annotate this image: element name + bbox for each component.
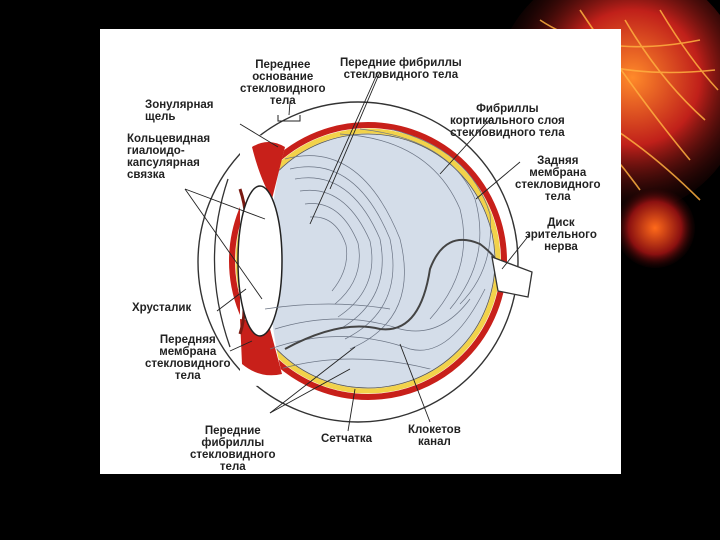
label-anterior-base: Переднее основание стекловидного тела	[240, 59, 326, 107]
label-cortical-fibrils: Фибриллы кортикального слоя стекловидног…	[450, 103, 565, 139]
leader-lines	[184, 71, 531, 432]
label-cloquet-canal: Клокетов канал	[408, 424, 461, 448]
ciliary-body-lower	[240, 319, 282, 376]
label-anterior-fibrils-bottom: Передние фибриллы стекловидного тела	[190, 425, 276, 473]
label-lens: Хрусталик	[132, 302, 192, 314]
ciliary-body-upper	[252, 142, 285, 199]
eye-vitreous-diagram	[184, 71, 533, 432]
label-anterior-fibrils-top: Передние фибриллы стекловидного тела	[340, 57, 462, 81]
flame-swirl-small	[615, 188, 695, 268]
cloquet-canal	[284, 239, 500, 350]
optic-nerve	[491, 255, 533, 298]
vitreous-fibrils	[264, 128, 499, 370]
label-ring-ligament: Кольцевидная гиалоидо- капсулярная связк…	[127, 133, 211, 181]
label-zonular-cleft: Зонулярная щель	[145, 99, 214, 123]
lens-shape	[237, 185, 283, 337]
anterior-base-bracket	[277, 115, 301, 122]
label-anterior-membrane: Передняя мембрана стекловидного тела	[145, 334, 231, 382]
cornea-outline	[213, 178, 231, 348]
diagram-panel: Переднее основание стекловидного тела Пе…	[100, 29, 621, 474]
label-optic-disc: Диск зрительного нерва	[525, 217, 597, 253]
label-posterior-membrane: Задняя мембрана стекловидного тела	[515, 155, 601, 203]
label-retina: Сетчатка	[321, 433, 373, 445]
